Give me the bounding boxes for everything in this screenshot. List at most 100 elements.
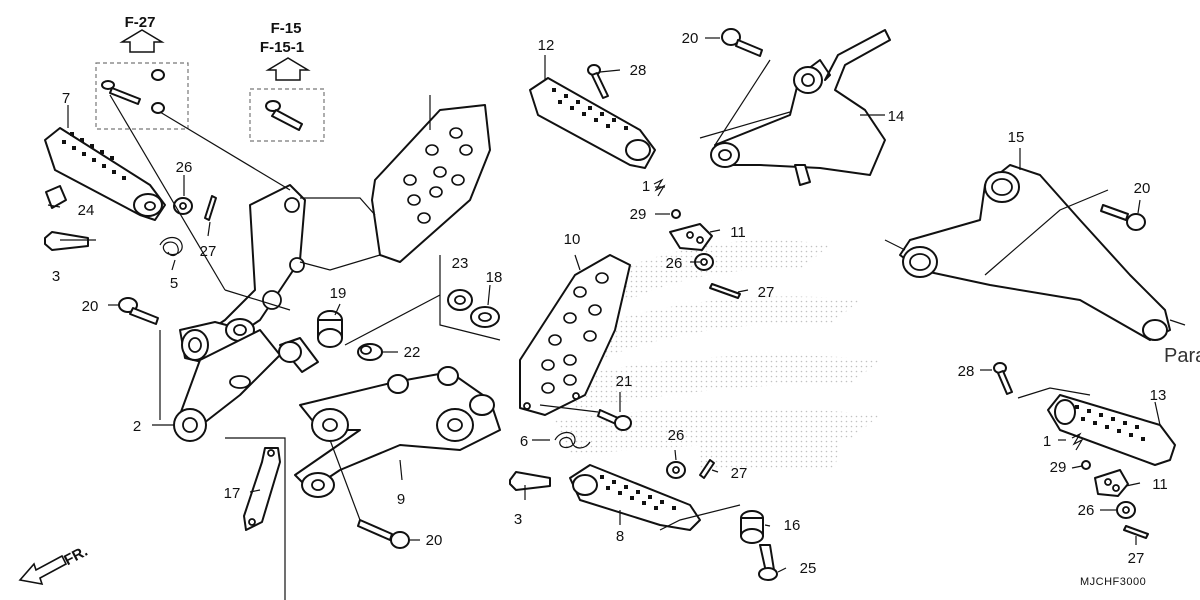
heel-plate-4	[371, 104, 491, 263]
callout-2: 2	[133, 418, 141, 435]
bolt-20-top	[721, 28, 763, 57]
callout-26: 26	[176, 159, 193, 176]
bolt-21	[597, 409, 632, 431]
callout-29: 29	[630, 206, 647, 223]
bracket-15	[899, 164, 1171, 341]
callout-19: 19	[330, 285, 347, 302]
reference-f15-label[interactable]: F-15	[271, 20, 302, 37]
pin-3-center	[509, 471, 551, 491]
callout-20: 20	[82, 298, 99, 315]
reference-f15[interactable]: F-15 F-15-1	[249, 20, 325, 142]
bolt-24	[45, 185, 67, 209]
washer-23	[447, 289, 473, 311]
pin-28-right	[993, 362, 1013, 395]
callout-17: 17	[224, 485, 241, 502]
callout-20: 20	[682, 30, 699, 47]
callout-27: 27	[758, 284, 775, 301]
front-label: FR.	[61, 543, 90, 569]
callout-24: 24	[78, 202, 95, 219]
bolt-20-left	[118, 297, 159, 325]
callout-22: 22	[404, 344, 421, 361]
callout-23: 23	[452, 255, 469, 272]
footpeg-12	[529, 77, 656, 169]
ball-29-top	[671, 209, 681, 219]
callout-9: 9	[397, 491, 405, 508]
cotter-27-top	[709, 283, 741, 299]
spring-5	[159, 236, 183, 257]
bolt-20-right	[1100, 204, 1146, 231]
left-bracket	[173, 184, 319, 442]
callout-20: 20	[1134, 180, 1151, 197]
cotter-27-left	[204, 195, 217, 221]
callout-3: 3	[52, 268, 60, 285]
callout-3: 3	[514, 511, 522, 528]
callout-27: 27	[731, 465, 748, 482]
callout-6: 6	[520, 433, 528, 450]
dashed-box	[249, 88, 325, 142]
nut-26-center	[666, 461, 686, 479]
leader-lines	[47, 37, 1186, 600]
callout-28: 28	[958, 363, 975, 380]
callout-8: 8	[616, 528, 624, 545]
spring-1-top	[653, 178, 666, 197]
callout-14: 14	[888, 108, 905, 125]
callout-29: 29	[1050, 459, 1067, 476]
callout-28: 28	[630, 62, 647, 79]
plate-11-right	[1094, 469, 1129, 497]
arrow-up-icon	[119, 29, 165, 53]
footpeg-8	[569, 464, 701, 531]
callout-5: 5	[170, 275, 178, 292]
bracket-14	[710, 29, 891, 186]
bolt-icon	[101, 69, 165, 114]
callout-18: 18	[486, 269, 503, 286]
callout-1: 1	[1043, 433, 1051, 450]
rubber-16	[740, 510, 764, 544]
ball-29-right	[1081, 460, 1091, 470]
callout-26: 26	[668, 427, 685, 444]
bush-18	[470, 306, 500, 328]
cotter-27-right	[1123, 525, 1149, 539]
callout-12: 12	[538, 37, 555, 54]
bolt-icon	[265, 100, 303, 131]
pin-3-left	[44, 231, 89, 251]
dashed-box	[95, 62, 189, 130]
spring-1-right	[1071, 432, 1084, 451]
callout-21: 21	[616, 373, 633, 390]
callout-26: 26	[666, 255, 683, 272]
callout-27: 27	[1128, 550, 1145, 567]
callout-7: 7	[62, 90, 70, 107]
bolt-20-bottom	[357, 519, 410, 549]
callout-10: 10	[564, 231, 581, 248]
callout-16: 16	[784, 517, 801, 534]
footpeg-7	[44, 127, 166, 221]
arrow-up-icon	[265, 57, 311, 81]
cotter-27-center	[699, 459, 715, 479]
bolt-25	[758, 544, 778, 581]
plate-11-top	[669, 223, 713, 251]
callout-labels: 7 26 24 27 3 5 20 2 17 23 18 19 22 9 20 …	[52, 30, 1168, 577]
callout-25: 25	[800, 560, 817, 577]
front-arrow-icon	[18, 554, 68, 586]
diagram-code: MJCHF3000	[1080, 576, 1146, 588]
front-direction-indicator: FR.	[18, 543, 91, 586]
callout-11: 11	[730, 224, 746, 241]
callout-20: 20	[426, 532, 443, 549]
reference-f27-label[interactable]: F-27	[125, 14, 156, 31]
step-bracket-9	[294, 366, 501, 498]
reference-f15-1-label[interactable]: F-15-1	[260, 39, 304, 56]
spring-6	[554, 431, 591, 449]
nut-26-left	[173, 197, 193, 215]
callout-1: 1	[642, 178, 650, 195]
pin-28-top	[587, 64, 609, 99]
nut-26-top	[694, 253, 714, 271]
heel-plate-10	[519, 254, 631, 416]
reference-f27[interactable]: F-27	[95, 14, 189, 130]
watermark-text: Para	[1164, 345, 1200, 367]
callout-13: 13	[1150, 387, 1167, 404]
callout-27: 27	[200, 243, 217, 260]
collar-22	[357, 343, 383, 361]
callout-11: 11	[1152, 476, 1168, 493]
callout-15: 15	[1008, 129, 1025, 146]
plate-17	[243, 447, 281, 531]
